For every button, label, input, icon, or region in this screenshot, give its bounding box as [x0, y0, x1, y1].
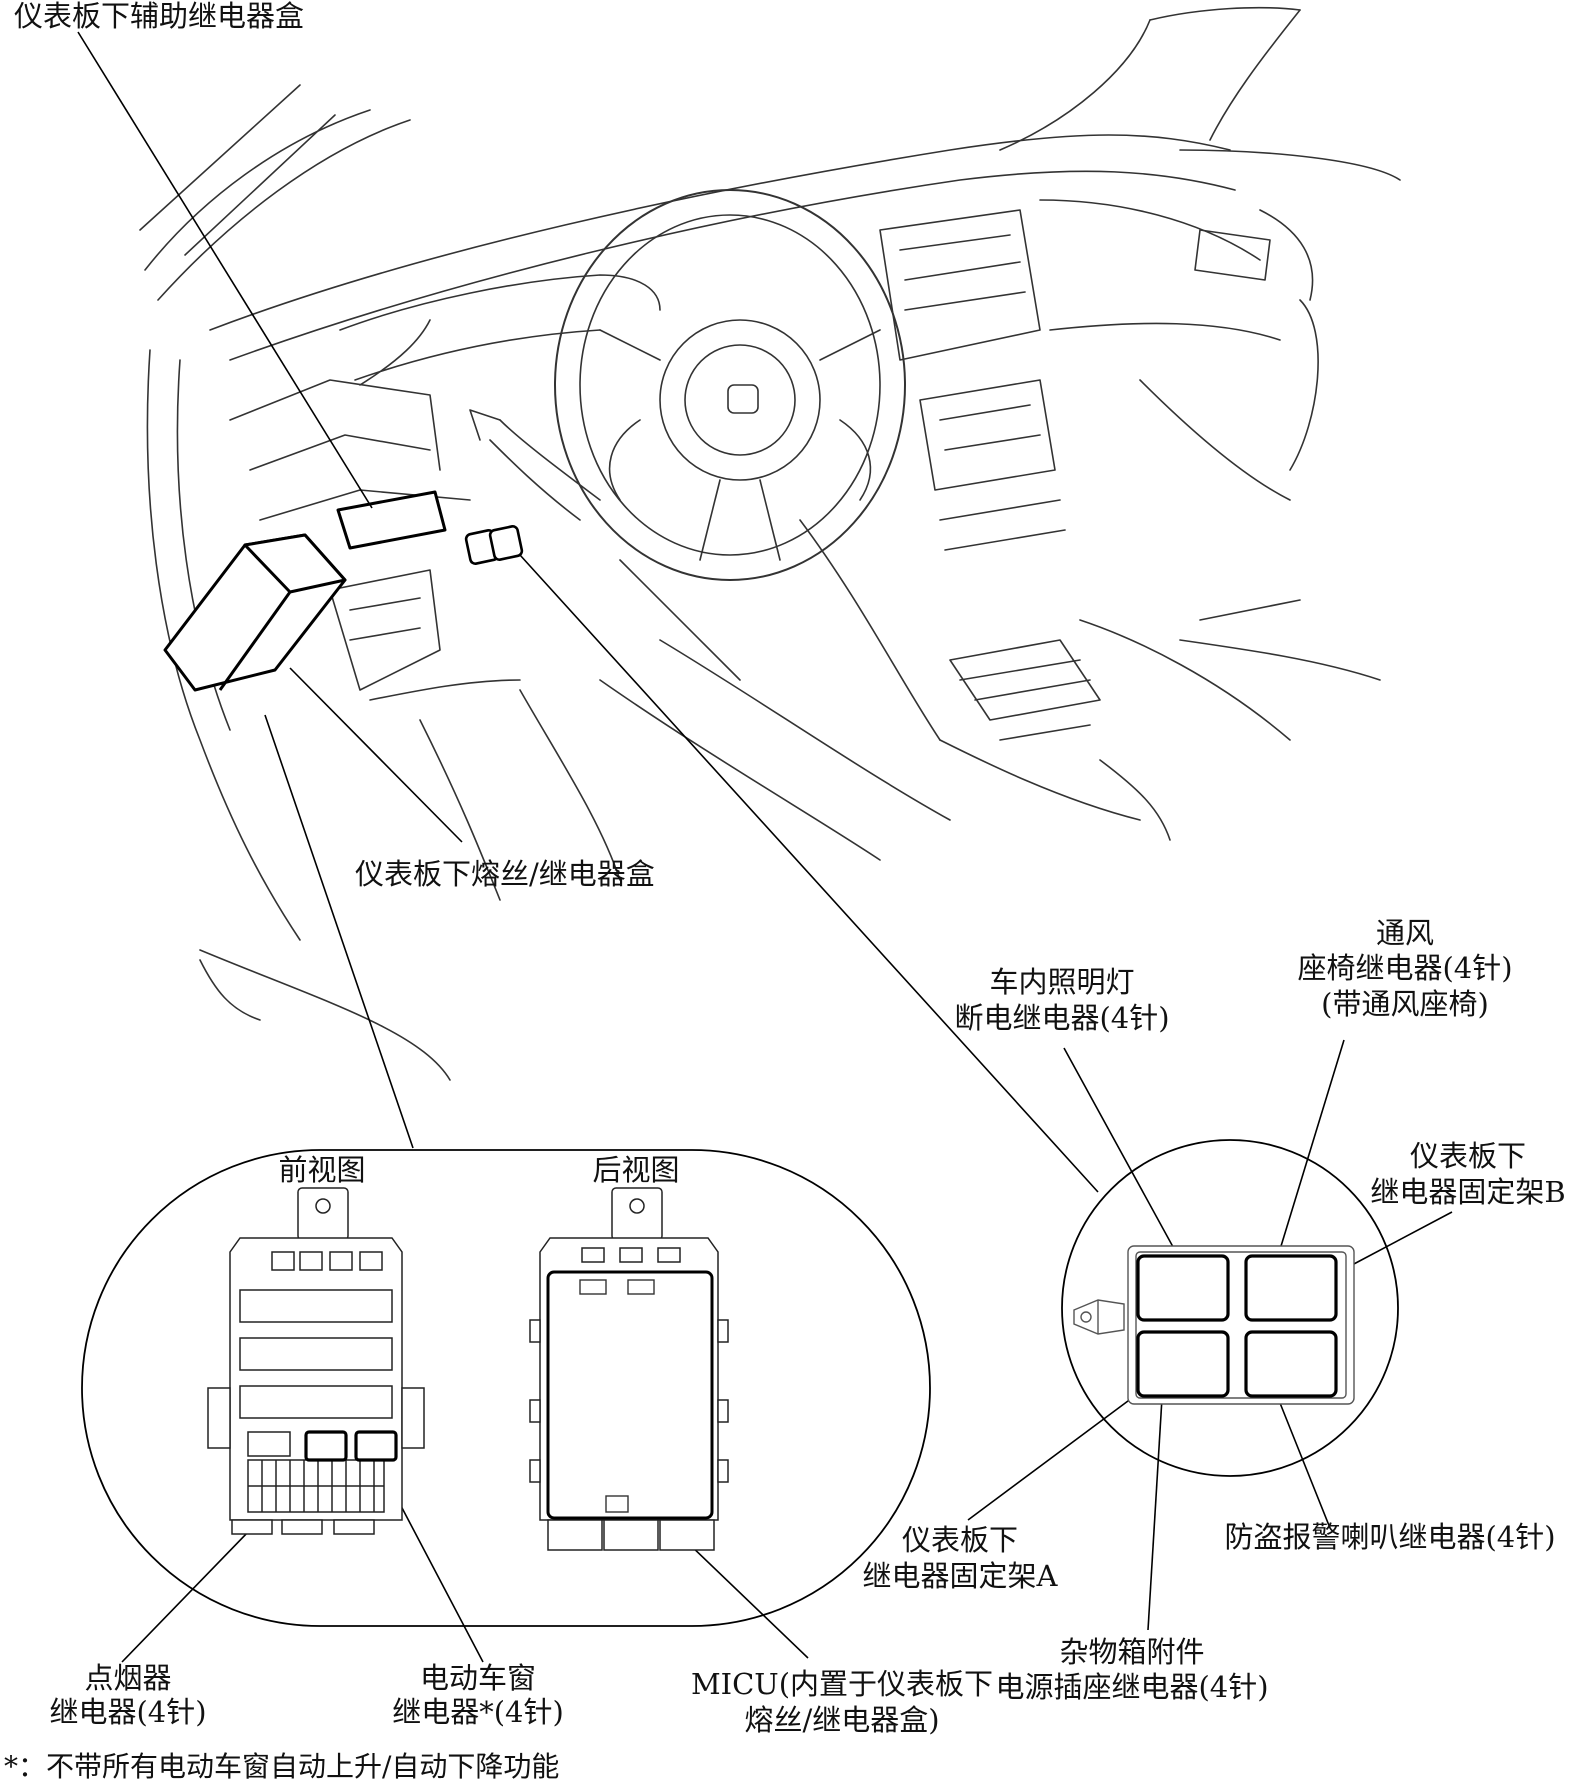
label-aux-relay-box: 仪表板下辅助继电器盒	[14, 0, 304, 33]
bracket-relays	[1136, 1254, 1338, 1398]
dash-relay-bracket	[464, 525, 524, 565]
dash-aux-relay-box	[336, 490, 447, 550]
label-fuse-relay-box: 仪表板下熔丝/继电器盒	[355, 857, 655, 891]
micu-module	[546, 1270, 714, 1520]
dashboard-illustration	[139, 6, 1401, 1081]
label-micu-1: MICU(内置于仪表板下	[691, 1667, 993, 1701]
label-window-relay-1: 电动车窗	[420, 1661, 536, 1695]
power-window-relay	[354, 1430, 398, 1462]
label-glovebox-2: 电源插座继电器(4针)	[995, 1670, 1268, 1704]
label-interior-light-1: 车内照明灯	[989, 965, 1134, 999]
label-ventilation-3: (带通风座椅)	[1321, 987, 1489, 1021]
label-interior-light-2: 断电继电器(4针)	[954, 1001, 1169, 1035]
label-ventilation-1: 通风	[1376, 916, 1434, 950]
label-ventilation-2: 座椅继电器(4针)	[1297, 951, 1512, 985]
cigar-lighter-relay	[304, 1430, 348, 1462]
micu-details	[579, 1279, 655, 1513]
relay-bracket-callout	[1061, 1139, 1399, 1477]
label-bracket-b-2: 继电器固定架B	[1370, 1175, 1565, 1209]
label-cigar-relay-1: 点烟器	[84, 1661, 171, 1695]
security-horn-relay	[1244, 1330, 1338, 1398]
label-bracket-b-1: 仪表板下	[1410, 1139, 1526, 1173]
interior-light-relay	[1136, 1254, 1230, 1322]
label-security-horn-relay: 防盗报警喇叭继电器(4针)	[1224, 1520, 1555, 1554]
glovebox-socket-relay	[1136, 1330, 1230, 1398]
front-view-fuse-box	[207, 1187, 425, 1535]
label-window-relay-2: 继电器*(4针)	[392, 1695, 564, 1729]
label-bracket-a-1: 仪表板下	[902, 1523, 1018, 1557]
fuse-box-views-callout	[81, 1149, 931, 1627]
label-bracket-a-2: 继电器固定架A	[863, 1559, 1059, 1593]
label-cigar-relay-2: 继电器(4针)	[49, 1695, 206, 1729]
footnote: *：不带所有电动车窗自动上升/自动下降功能	[4, 1750, 559, 1783]
label-glovebox-1: 杂物箱附件	[1059, 1635, 1204, 1669]
label-micu-2: 熔丝/继电器盒)	[744, 1703, 939, 1737]
label-front-view: 前视图	[278, 1153, 365, 1187]
label-rear-view: 后视图	[592, 1153, 679, 1187]
dash-fuse-relay-box	[163, 533, 347, 692]
ventilated-seat-relay	[1244, 1254, 1338, 1322]
